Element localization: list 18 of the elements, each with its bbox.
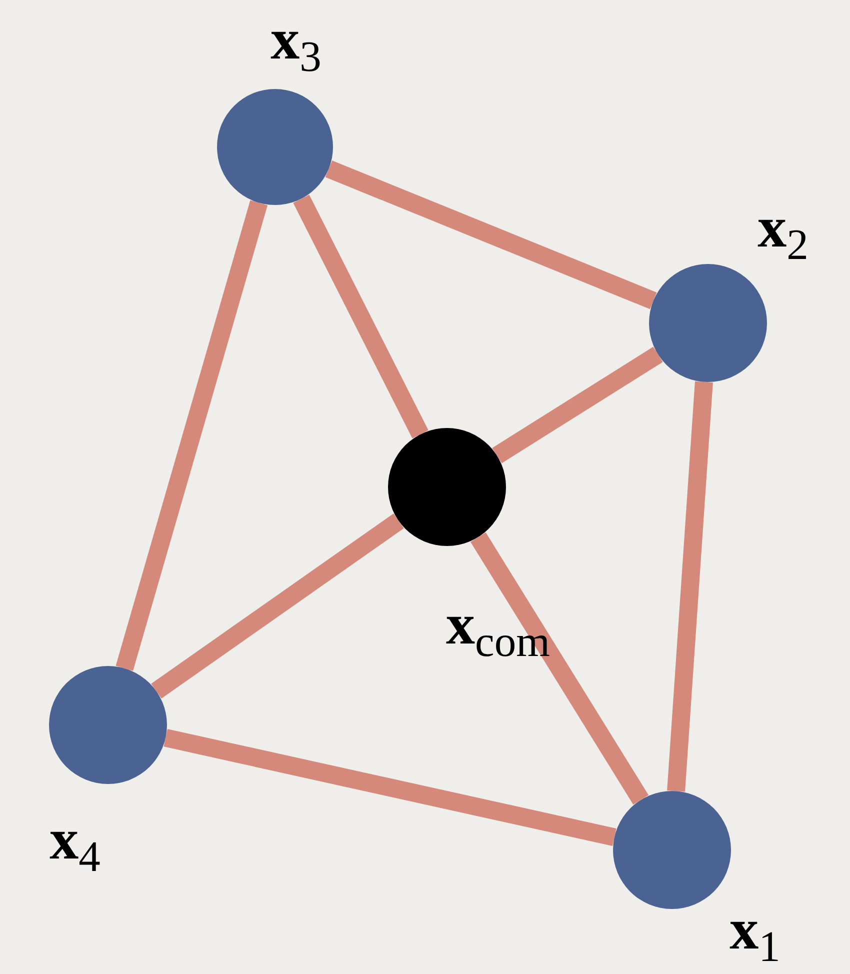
vertex-circle xyxy=(649,264,767,382)
vertex-circle xyxy=(49,666,167,784)
vertex-label: x$_{2}$ xyxy=(758,198,808,268)
connector-line xyxy=(293,194,428,438)
connector-line xyxy=(470,532,649,805)
vertex-label: x$_{1}$ xyxy=(730,900,780,970)
connector-line xyxy=(164,728,616,846)
vertex-label: x$_{4}$ xyxy=(50,810,100,880)
connector-line xyxy=(325,160,657,310)
vertex-circle xyxy=(613,791,731,909)
connector-line xyxy=(667,381,713,792)
connector-line xyxy=(151,514,404,698)
connector-line xyxy=(492,346,663,464)
vertex-label: x$_{com}$ xyxy=(446,595,550,665)
vertex-circle xyxy=(217,89,333,205)
connector-line xyxy=(116,200,268,671)
vertex-circle xyxy=(388,428,506,546)
vertex-label: x$_{3}$ xyxy=(270,10,322,80)
